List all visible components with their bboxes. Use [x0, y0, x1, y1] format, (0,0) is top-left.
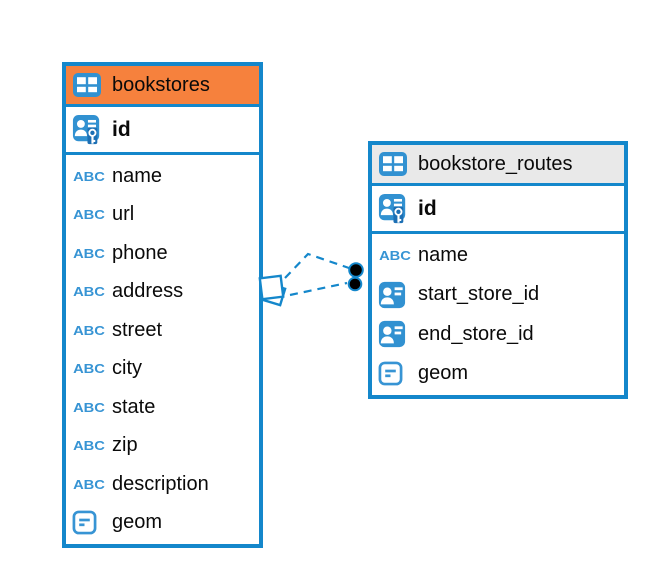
column-name: end_store_id: [418, 322, 534, 345]
column-row[interactable]: zip: [66, 427, 259, 466]
table-icon: [378, 151, 418, 177]
column-name: id: [418, 196, 437, 220]
column-row[interactable]: address: [66, 273, 259, 312]
column-name: url: [112, 203, 135, 226]
table-name: bookstore_routes: [418, 152, 573, 175]
entity-table-bookstores[interactable]: bookstores id name url phone addre: [62, 62, 263, 548]
table-icon: [72, 72, 112, 98]
column-row[interactable]: url: [66, 196, 259, 235]
text-icon: [72, 438, 112, 453]
text-icon: [72, 361, 112, 376]
primary-key-icon: [378, 193, 418, 225]
object-icon: [378, 361, 418, 386]
column-row[interactable]: start_store_id: [372, 275, 624, 314]
column-row[interactable]: city: [66, 350, 259, 389]
text-icon: [72, 169, 112, 184]
relationship-link[interactable]: [284, 252, 350, 297]
column-row[interactable]: phone: [66, 234, 259, 273]
column-name: phone: [112, 241, 168, 264]
column-row[interactable]: description: [66, 465, 259, 504]
column-name: geom: [418, 361, 469, 384]
table-header-bookstore-routes[interactable]: bookstore_routes: [372, 145, 624, 186]
column-row-pk[interactable]: id: [372, 186, 624, 234]
column-row[interactable]: name: [372, 236, 624, 275]
column-name: state: [112, 395, 156, 418]
column-row[interactable]: street: [66, 311, 259, 350]
column-row[interactable]: state: [66, 388, 259, 427]
table-header-bookstores[interactable]: bookstores: [66, 66, 259, 107]
text-icon: [72, 207, 112, 222]
column-name: name: [112, 164, 163, 187]
column-list: name url phone address street city: [66, 155, 259, 544]
column-row[interactable]: name: [66, 157, 259, 196]
entity-table-bookstore-routes[interactable]: bookstore_routes id name start_store_id …: [368, 141, 628, 399]
column-name: city: [112, 357, 142, 380]
column-list: name start_store_id end_store_id geom: [372, 234, 624, 395]
column-name: zip: [112, 434, 138, 457]
column-name: street: [112, 318, 163, 341]
column-name: description: [112, 472, 209, 495]
column-name: name: [418, 244, 469, 267]
relationship-line-upper: [284, 252, 350, 279]
object-icon: [72, 510, 112, 535]
text-icon: [378, 248, 418, 263]
primary-key-icon: [72, 114, 112, 146]
relationship-dot-marker: [347, 262, 364, 292]
relationship-diamond-marker: [258, 274, 287, 307]
foreign-key-icon: [378, 281, 418, 309]
text-icon: [72, 246, 112, 261]
column-row[interactable]: end_store_id: [372, 315, 624, 354]
column-name: address: [112, 280, 184, 303]
text-icon: [72, 477, 112, 492]
table-name: bookstores: [112, 73, 210, 96]
foreign-key-icon: [378, 320, 418, 348]
text-icon: [72, 400, 112, 415]
relationship-line-lower: [289, 281, 348, 297]
column-row-pk[interactable]: id: [66, 107, 259, 155]
column-row[interactable]: geom: [372, 354, 624, 393]
column-name: geom: [112, 511, 163, 534]
column-name: id: [112, 117, 131, 141]
column-name: start_store_id: [418, 283, 540, 306]
text-icon: [72, 323, 112, 338]
column-row[interactable]: geom: [66, 504, 259, 543]
text-icon: [72, 284, 112, 299]
